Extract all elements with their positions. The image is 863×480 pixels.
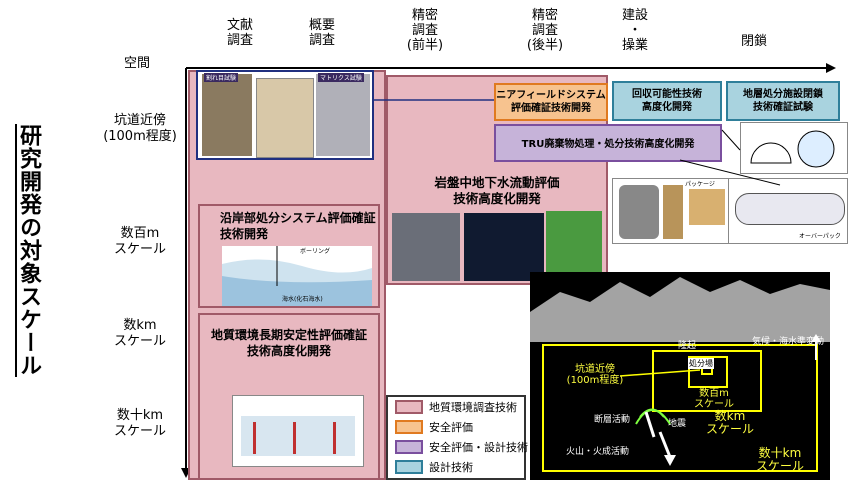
drilling-photo	[392, 213, 460, 281]
legend-item-design: 設計技術	[395, 458, 473, 476]
retrievability-box: 回収可能性技術 高度化開発	[612, 81, 722, 121]
diagram-title: 研究開発の対象スケール	[16, 123, 41, 377]
legend-swatch-geo	[395, 400, 423, 414]
coastal-system-box: 沿岸部処分システム評価確証 技術開発 ボーリング 海水(化石海水)	[198, 204, 380, 308]
groundwater-flow-title: 岩盤中地下水流動評価 技術高度化開発	[434, 175, 560, 206]
scale-label-tens-km: 数十km スケール	[113, 408, 166, 439]
phase-overview: 概要 調査	[308, 18, 335, 48]
closure-illustration	[740, 122, 848, 174]
tru-waste-box: TRU廃棄物処理・処分技術高度化開発	[494, 124, 722, 162]
legend-swatch-safety	[395, 420, 423, 434]
overpack-illustration: オーバーパック	[728, 178, 848, 244]
scale-diagram-panel: 坑道近傍 (100m程度) 処分場 数百m スケール 数km スケール 数十km…	[530, 272, 830, 480]
scale-diagram-near-tunnel: 坑道近傍 (100m程度)	[566, 364, 624, 386]
matrix-test-photo	[316, 74, 370, 156]
geo-env-stability-box: 地質環境長期安定性評価確証 技術高度化開発	[198, 313, 380, 480]
scale-diagram-km: 数km スケール	[705, 409, 754, 436]
flow-simulation-image	[464, 213, 544, 281]
scale-diagram-repository: 処分場	[688, 358, 714, 369]
package-label: パッケージ	[685, 181, 715, 188]
seawater-label: 海水(化石海水)	[282, 296, 323, 303]
package-illustration: パッケージ	[612, 178, 732, 244]
rock-mass-model-image	[546, 211, 602, 281]
legend-swatch-design	[395, 460, 423, 474]
uplift-label: 隆起	[678, 341, 697, 351]
earthquake-label: 地震	[668, 419, 687, 429]
scale-label-km: 数km スケール	[113, 318, 166, 349]
scale-box-hundreds-m	[688, 356, 728, 388]
phase-construction: 建設 ・ 操業	[621, 8, 648, 53]
phase-literature: 文献 調査	[226, 18, 253, 48]
coastal-cross-section	[222, 246, 372, 306]
geo-env-stability-title: 地質環境長期安定性評価確証 技術高度化開発	[210, 328, 367, 358]
scale-box-tens-km	[542, 344, 818, 472]
coastal-system-title: 沿岸部処分システム評価確証 技術開発	[220, 211, 376, 241]
phase-detailed-first: 精密 調査 (前半)	[406, 8, 444, 53]
volcanic-activity-label: 火山・火成活動	[566, 447, 630, 457]
legend-swatch-safety-design	[395, 440, 423, 454]
scale-label-hundreds-m: 数百m スケール	[113, 226, 166, 257]
nearfield-system-box: ニアフィールドシステム 評価確証技術開発	[494, 83, 608, 121]
legend-item-geo: 地質環境調査技術	[395, 398, 517, 416]
overpack-label: オーバーパック	[799, 233, 841, 240]
matrix-test-label: マトリクス試験	[318, 73, 364, 82]
geo-env-figure	[232, 395, 364, 467]
closure-test-box: 地層処分施設閉鎖 技術確証試験	[726, 81, 840, 121]
scale-box-km	[652, 350, 762, 412]
fracture-test-photo	[202, 74, 252, 156]
legend-item-safety: 安全評価	[395, 418, 473, 436]
scale-diagram-arrows	[635, 334, 821, 466]
phase-detailed-second: 精密 調査 (後半)	[526, 8, 564, 53]
legend-item-safety-design: 安全評価・設計技術	[395, 438, 528, 456]
scale-diagram-hundreds-m: 数百m スケール	[694, 388, 734, 410]
fracture-test-label: 割れ目試験	[204, 73, 239, 82]
fault-activity-label: 断層活動	[594, 415, 631, 425]
scale-label-near-tunnel: 坑道近傍 (100m程度)	[103, 113, 177, 144]
boring-label: ボーリング	[300, 248, 331, 255]
rock-block-diagram	[256, 78, 314, 158]
scale-diagram-tens-km: 数十km スケール	[755, 446, 804, 473]
fracture-matrix-test-panel: 割れ目試験 マトリクス試験	[196, 70, 374, 160]
climate-sea-level-label: 気候・海水準変動	[752, 337, 825, 347]
axis-space-label: 空間	[124, 56, 151, 71]
phase-closure: 閉鎖	[740, 34, 767, 49]
